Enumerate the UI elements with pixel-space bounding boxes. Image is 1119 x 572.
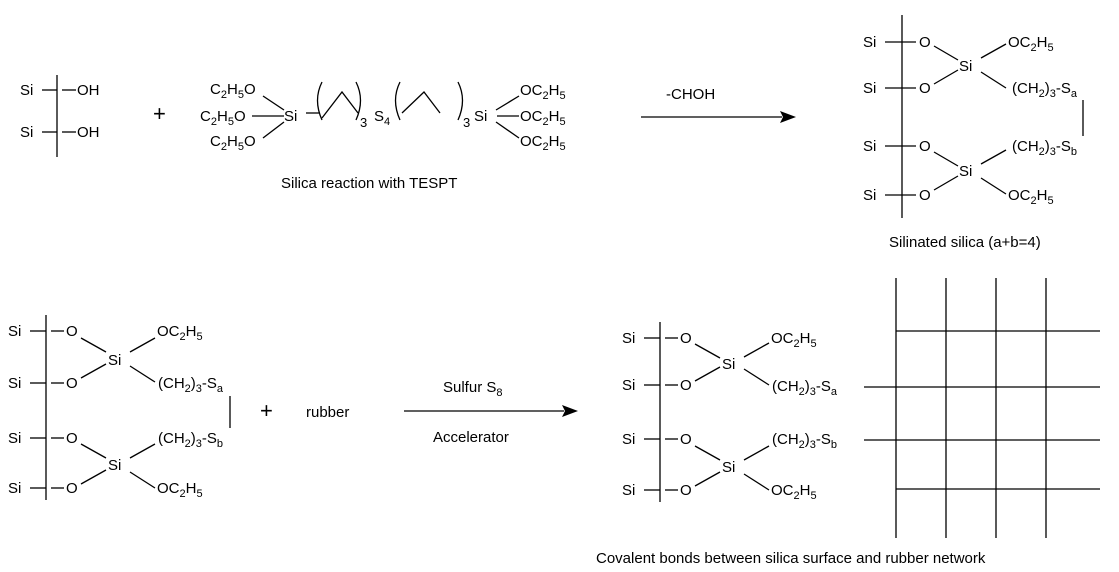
svg-text:Si: Si: [8, 480, 21, 497]
svg-text:O: O: [680, 482, 692, 499]
svg-text:OC2H5: OC2H5: [771, 482, 817, 502]
caption-silinated: Silinated silica (a+b=4): [889, 234, 1041, 251]
svg-text:Si: Si: [8, 323, 21, 340]
caption-tespt: Silica reaction with TESPT: [281, 175, 457, 192]
svg-text:O: O: [66, 480, 78, 497]
svg-text:OC2H5: OC2H5: [520, 108, 566, 128]
svg-text:(CH2)3-Sb: (CH2)3-Sb: [1012, 138, 1077, 158]
svg-text:OC2H5: OC2H5: [157, 480, 203, 500]
svg-text:(CH2)3-Sa: (CH2)3-Sa: [772, 378, 838, 398]
svg-text:Si: Si: [622, 330, 635, 347]
atom-si: Si: [20, 82, 33, 99]
svg-text:O: O: [66, 430, 78, 447]
svg-text:OC2H5: OC2H5: [771, 330, 817, 350]
svg-text:O: O: [919, 187, 931, 204]
svg-text:(CH2)3-Sb: (CH2)3-Sb: [772, 431, 837, 451]
silica-rubber-product: Si O Si O Si OC2H5 (CH2)3-Sa Si O Si O: [622, 278, 1100, 538]
svg-text:O: O: [680, 330, 692, 347]
tespt-molecule: C2H5O C2H5O C2H5O Si 3 S4 3 Si OC2H5: [200, 81, 566, 153]
reagent-rubber: rubber: [306, 404, 349, 421]
svg-text:C2H5O: C2H5O: [200, 108, 246, 128]
svg-text:Si: Si: [108, 352, 121, 369]
atom-si: Si: [284, 108, 297, 125]
svg-text:O: O: [66, 375, 78, 392]
svg-text:Si: Si: [622, 431, 635, 448]
silinated-silica-reactant: Si O Si O Si OC2H5 (CH2)3-Sa Si O Si O: [8, 315, 231, 500]
svg-text:OC2H5: OC2H5: [520, 133, 566, 153]
plus-sign: +: [260, 398, 273, 423]
reaction-arrow-1: -CHOH: [641, 86, 796, 123]
caption-covalent: Covalent bonds between silica surface an…: [596, 550, 986, 567]
svg-text:Si: Si: [863, 80, 876, 97]
svg-text:O: O: [919, 138, 931, 155]
svg-text:Si: Si: [722, 356, 735, 373]
svg-text:(CH2)3-Sb: (CH2)3-Sb: [158, 430, 223, 450]
svg-text:Si: Si: [8, 375, 21, 392]
svg-text:Si: Si: [959, 163, 972, 180]
silinated-silica: Si O Si O Si OC2H5 (CH2)3-Sa Si O Si O S…: [863, 15, 1084, 218]
svg-text:(CH2)3-Sa: (CH2)3-Sa: [158, 375, 224, 395]
reaction-1: Si OH Si OH + C2H5O C2H5O C2H5O Si 3: [20, 15, 1084, 251]
svg-text:C2H5O: C2H5O: [210, 133, 256, 153]
arrow-label-accelerator: Accelerator: [433, 429, 509, 446]
svg-text:Si: Si: [108, 457, 121, 474]
atom-oh: OH: [77, 82, 100, 99]
svg-text:Si: Si: [863, 138, 876, 155]
svg-text:O: O: [919, 34, 931, 51]
svg-text:Si: Si: [622, 482, 635, 499]
arrow-label-chooh: -CHOH: [666, 86, 715, 103]
svg-text:O: O: [680, 377, 692, 394]
reaction-arrow-2: Sulfur S8 Accelerator: [404, 379, 578, 446]
svg-text:OC2H5: OC2H5: [1008, 187, 1054, 207]
arrow-label-sulfur: Sulfur S8: [443, 379, 502, 399]
svg-text:(CH2)3-Sa: (CH2)3-Sa: [1012, 80, 1078, 100]
svg-text:Si: Si: [8, 430, 21, 447]
svg-text:OC2H5: OC2H5: [157, 323, 203, 343]
svg-text:Si: Si: [863, 34, 876, 51]
svg-text:Si: Si: [722, 459, 735, 476]
svg-text:3: 3: [463, 115, 470, 130]
rubber-network-grid: [864, 278, 1100, 538]
atom-oh: OH: [77, 124, 100, 141]
svg-text:Si: Si: [959, 58, 972, 75]
svg-text:C2H5O: C2H5O: [210, 81, 256, 101]
svg-text:Si: Si: [863, 187, 876, 204]
svg-text:O: O: [680, 431, 692, 448]
plus-sign: +: [153, 101, 166, 126]
svg-text:OC2H5: OC2H5: [1008, 34, 1054, 54]
svg-text:O: O: [66, 323, 78, 340]
reaction-2: Si O Si O Si OC2H5 (CH2)3-Sa Si O Si O: [8, 278, 1100, 567]
atom-si: Si: [20, 124, 33, 141]
silica-silanol: Si OH Si OH: [20, 75, 100, 157]
svg-text:O: O: [919, 80, 931, 97]
svg-text:Si: Si: [622, 377, 635, 394]
svg-text:S4: S4: [374, 108, 390, 128]
svg-text:3: 3: [360, 115, 367, 130]
svg-text:OC2H5: OC2H5: [520, 82, 566, 102]
atom-si: Si: [474, 108, 487, 125]
